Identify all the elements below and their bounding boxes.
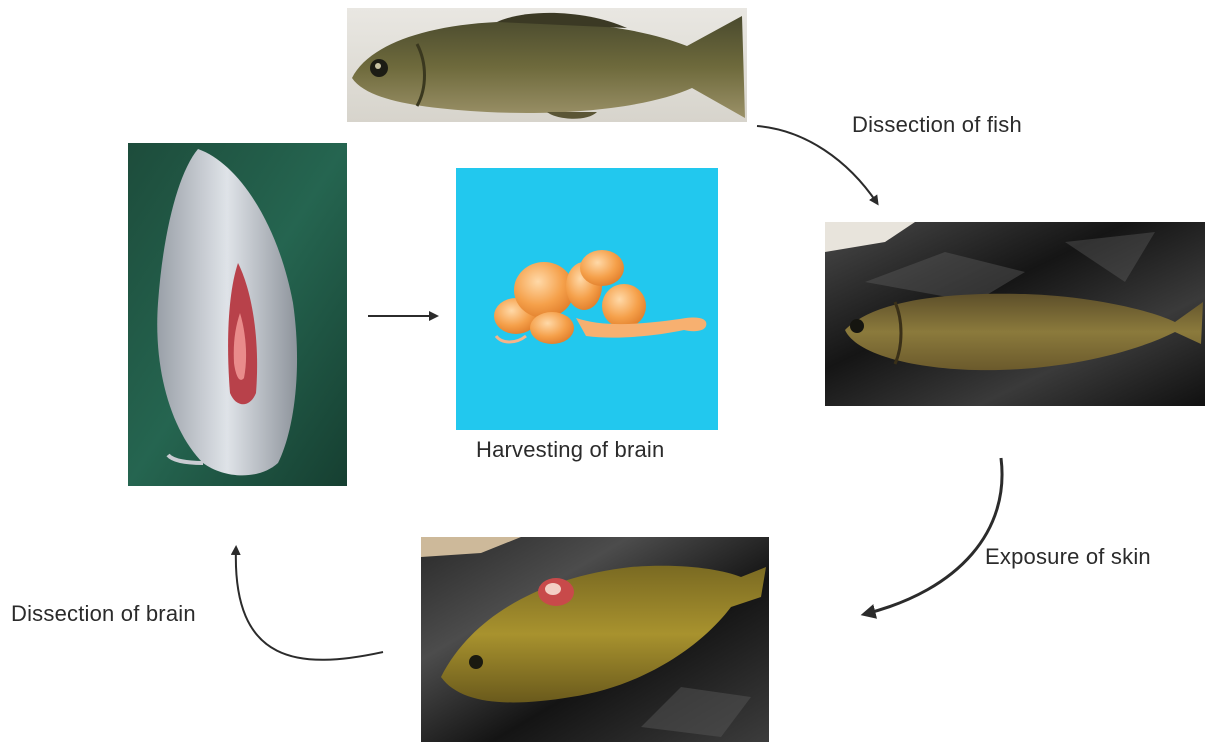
photo-skin-exposed — [421, 537, 769, 742]
curved-arrow-icon — [236, 548, 383, 660]
label-dissection-of-fish: Dissection of fish — [852, 112, 1022, 138]
label-exposure-of-skin: Exposure of skin — [985, 544, 1151, 570]
label-dissection-of-brain: Dissection of brain — [11, 601, 196, 627]
photo-fish-on-plastic — [825, 222, 1205, 406]
photo-skull-opened — [128, 143, 347, 486]
photo-harvested-brain — [456, 168, 718, 430]
photo-whole-fish — [347, 8, 747, 122]
curved-arrow-icon — [865, 458, 1002, 614]
label-harvesting-of-brain: Harvesting of brain — [476, 437, 664, 463]
